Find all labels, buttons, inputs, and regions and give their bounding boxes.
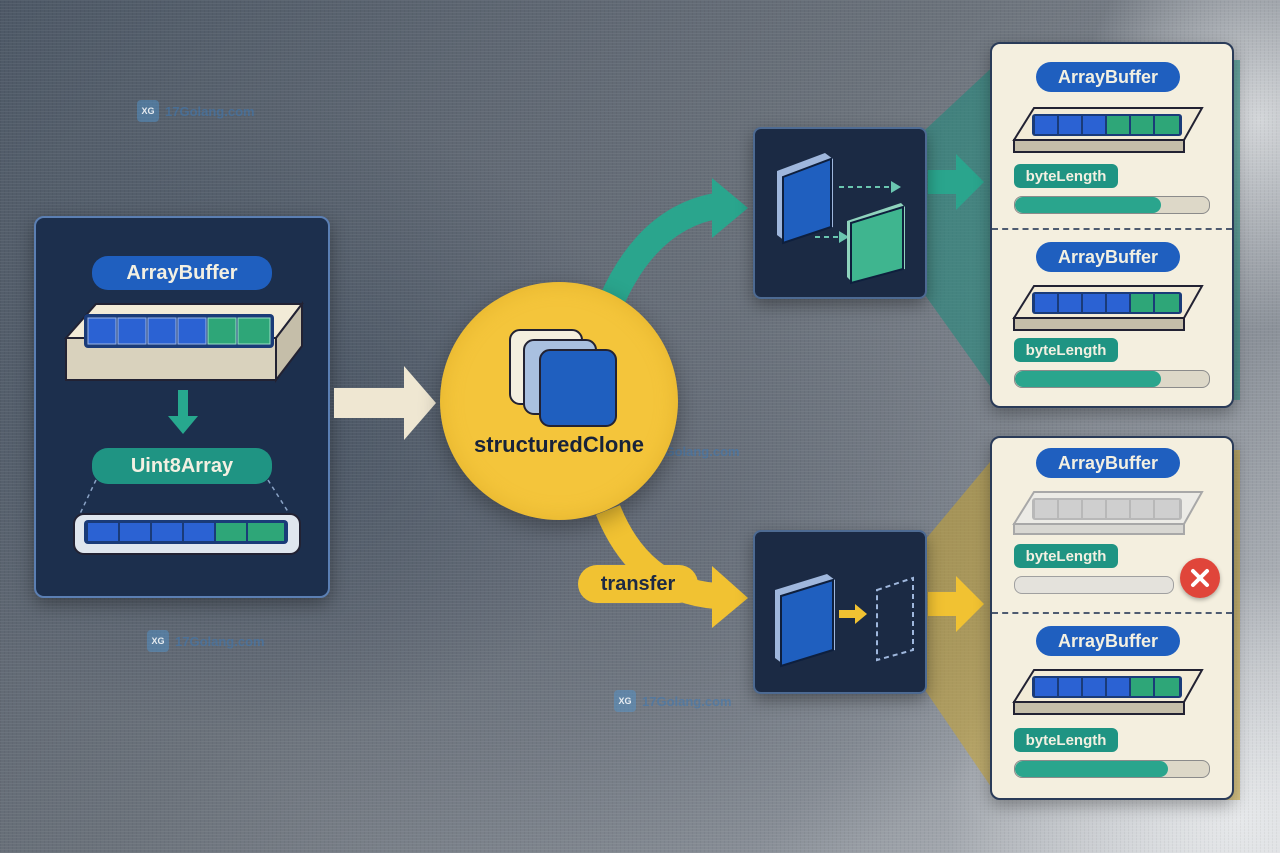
error-x-icon <box>1180 558 1220 598</box>
move-icon <box>775 574 914 668</box>
transfer-bottom-arraybuffer-label: ArrayBuffer <box>1036 626 1180 656</box>
transfer-bottom-bytelength-bar <box>1014 760 1210 778</box>
watermark-logo-icon: XG <box>147 630 169 652</box>
structured-clone-node: structuredClone <box>440 282 678 520</box>
watermark: XG 17Golang.com <box>614 690 732 712</box>
clone-bottom-buffer <box>1012 285 1204 331</box>
card-divider <box>992 228 1232 230</box>
watermark-logo-icon: XG <box>614 690 636 712</box>
clone-bottom-arraybuffer-label: ArrayBuffer <box>1036 242 1180 272</box>
clone-bottom-bytelength-bar <box>1014 370 1210 388</box>
watermark: 17Golang.com <box>650 444 740 459</box>
structured-clone-label: structuredClone <box>474 432 644 457</box>
down-arrow-icon <box>168 390 198 434</box>
source-buffer-cells <box>87 317 271 345</box>
clone-top-buffer <box>1012 107 1204 153</box>
clone-copy-box <box>753 127 927 299</box>
source-panel: ArrayBuffer <box>34 216 330 598</box>
clone-top-bytelength-label: byteLength <box>1014 164 1118 188</box>
source-graphics <box>63 301 305 555</box>
clone-top-arraybuffer-label: ArrayBuffer <box>1036 62 1180 92</box>
transfer-output-arrow-icon <box>928 576 984 632</box>
watermark: XG 17Golang.com <box>147 630 265 652</box>
watermark: XG 17Golang.com <box>137 100 255 122</box>
transfer-move-box <box>753 530 927 694</box>
transfer-label: transfer <box>578 565 698 603</box>
source-arraybuffer-label: ArrayBuffer <box>92 256 272 290</box>
transfer-result-card: ArrayBuffer byteLength ArrayBuffer byteL… <box>990 436 1234 800</box>
clone-bottom-bytelength-label: byteLength <box>1014 338 1118 362</box>
card-divider <box>992 612 1232 614</box>
clone-arrow-icon <box>600 192 725 306</box>
transfer-bottom-buffer <box>1012 669 1204 715</box>
clone-output-arrow-icon <box>928 154 984 210</box>
uint8array-bar <box>73 513 301 555</box>
clone-top-bytelength-bar <box>1014 196 1210 214</box>
transfer-top-bytelength-bar <box>1014 576 1174 594</box>
transfer-top-arraybuffer-label: ArrayBuffer <box>1036 448 1180 478</box>
clone-result-card: ArrayBuffer byteLength ArrayBuffer byteL… <box>990 42 1234 408</box>
watermark-logo-icon: XG <box>137 100 159 122</box>
transfer-bottom-bytelength-label: byteLength <box>1014 728 1118 752</box>
transfer-top-bytelength-label: byteLength <box>1014 544 1118 568</box>
clone-icon <box>509 329 617 427</box>
input-arrow-icon <box>334 366 436 440</box>
uint8array-label: Uint8Array <box>92 448 272 484</box>
copy-icon <box>777 153 905 285</box>
transfer-top-buffer-detached <box>1012 491 1204 535</box>
